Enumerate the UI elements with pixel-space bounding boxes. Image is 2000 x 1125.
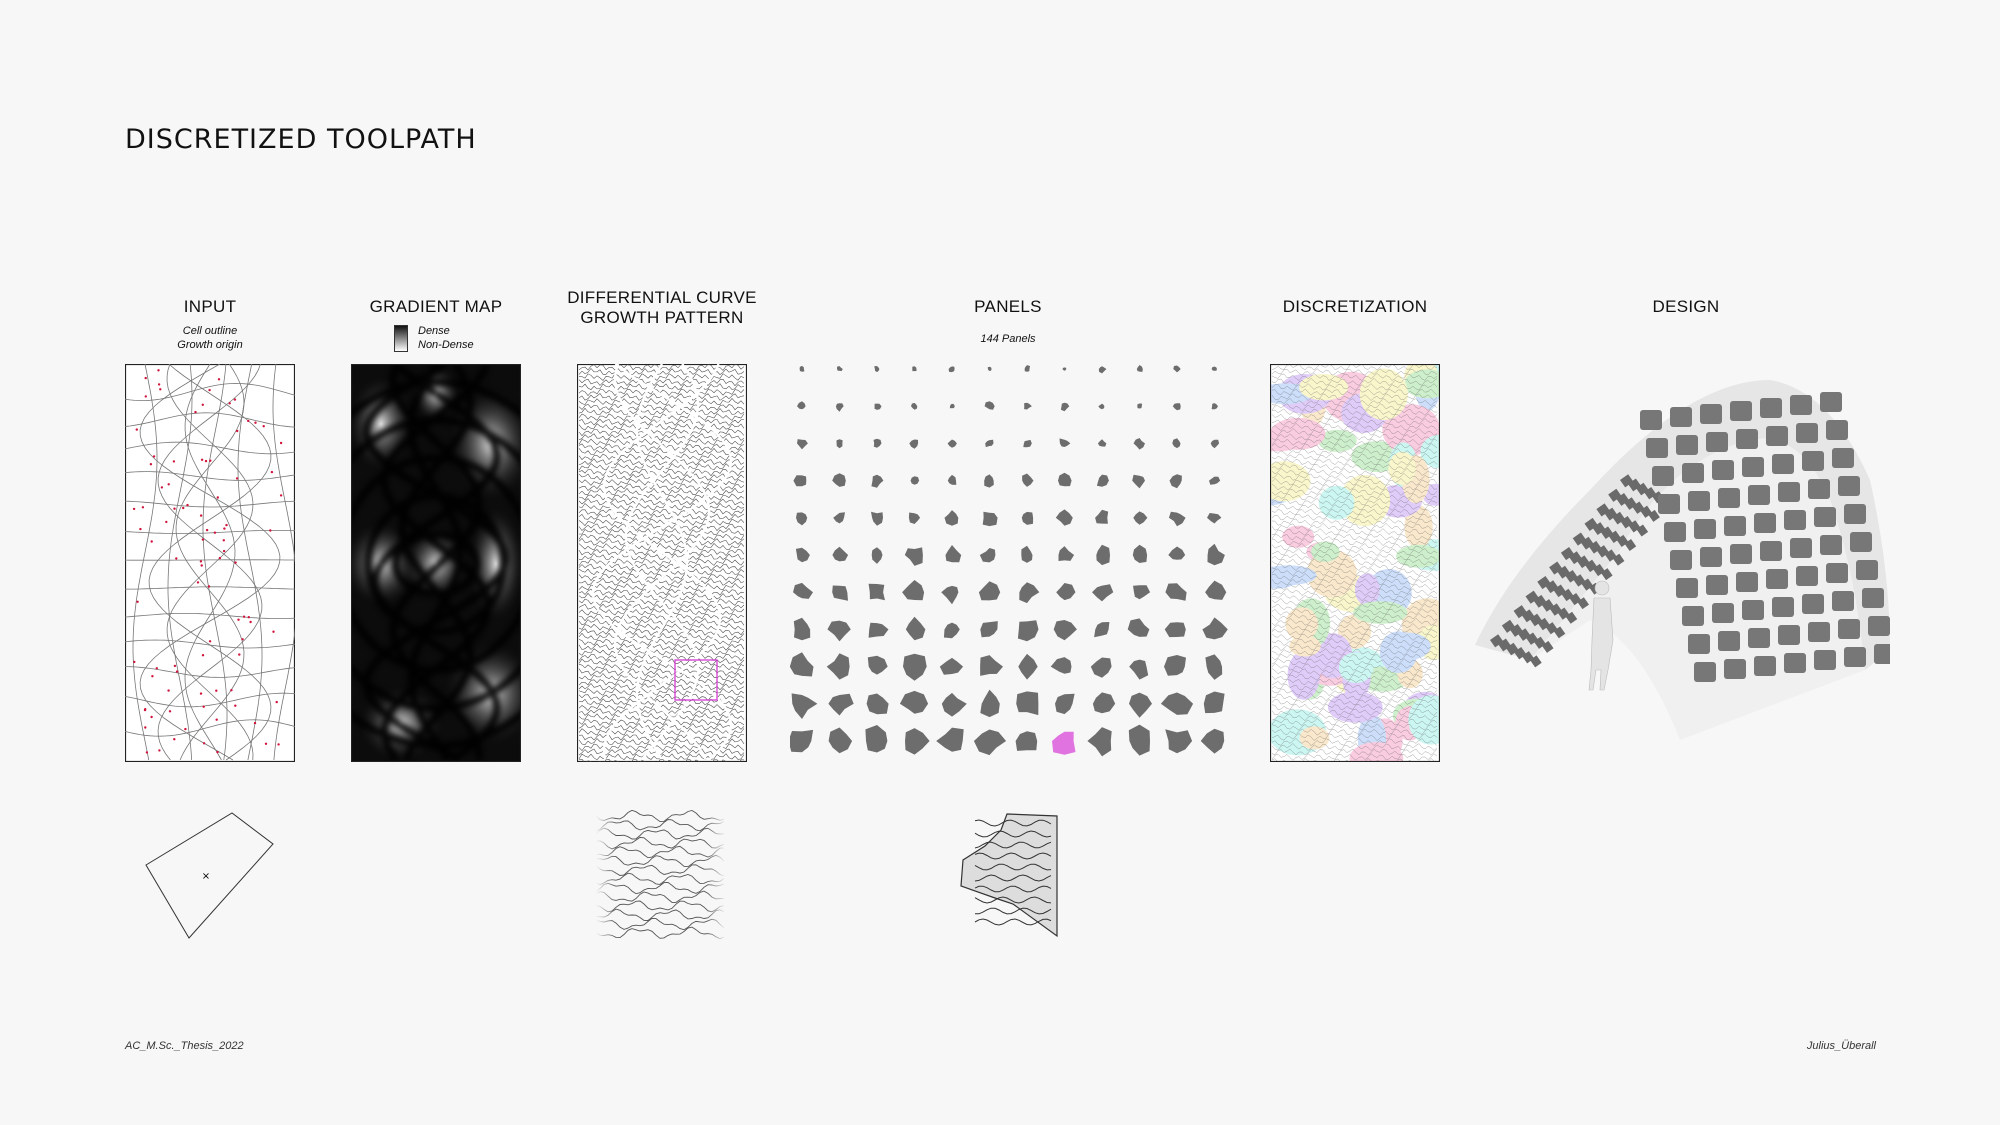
panels-title: PANELS (974, 297, 1042, 316)
gradient-legend: Dense Non-Dense (418, 324, 474, 352)
discretization-title: DISCRETIZATION (1282, 297, 1428, 316)
discretization-frame (1270, 364, 1440, 762)
input-title: INPUT (183, 297, 237, 316)
cell-outlines (125, 364, 295, 761)
input-cell-detail: × (145, 812, 274, 939)
footer-author: Julius_Überall (1806, 1040, 1876, 1052)
legend-growth-origin: Growth origin (177, 339, 243, 351)
gradient-frame (351, 364, 521, 762)
gradient-legend-swatch (394, 325, 408, 352)
legend-cell-outline: Cell outline (182, 325, 238, 337)
growth-pattern-title: DIFFERENTIAL CURVE GROWTH PATTERN (551, 288, 773, 328)
design-title: DESIGN (1652, 297, 1720, 316)
gradient-map-image (351, 364, 521, 762)
origin-marker-icon: × (202, 871, 210, 882)
human-figure (1588, 580, 1614, 691)
design-pavilion-render (1475, 380, 1890, 740)
input-legend: Cell outline Growth origin (125, 324, 295, 352)
panels-count: 144 Panels (980, 333, 1036, 345)
growth-title-line-2: GROWTH PATTERN (580, 308, 744, 327)
growth-pattern-detail (596, 810, 726, 940)
growth-pattern-image (577, 364, 747, 762)
input-frame (125, 364, 295, 762)
growth-origins (132, 369, 283, 754)
growth-title-line-1: DIFFERENTIAL CURVE (567, 288, 757, 307)
legend-non-dense: Non-Dense (418, 339, 474, 351)
page-title: DISCRETIZED TOOLPATH (125, 124, 477, 155)
highlight-box (674, 659, 718, 701)
legend-dense: Dense (418, 325, 450, 337)
footer-thesis: AC_M.Sc._Thesis_2022 (125, 1040, 244, 1052)
panel-detail (960, 813, 1058, 938)
input-cell-diagram (125, 364, 295, 762)
gradient-map-title: GRADIENT MAP (369, 297, 503, 316)
panels-grid (790, 365, 1228, 757)
discretization-image (1270, 364, 1440, 762)
